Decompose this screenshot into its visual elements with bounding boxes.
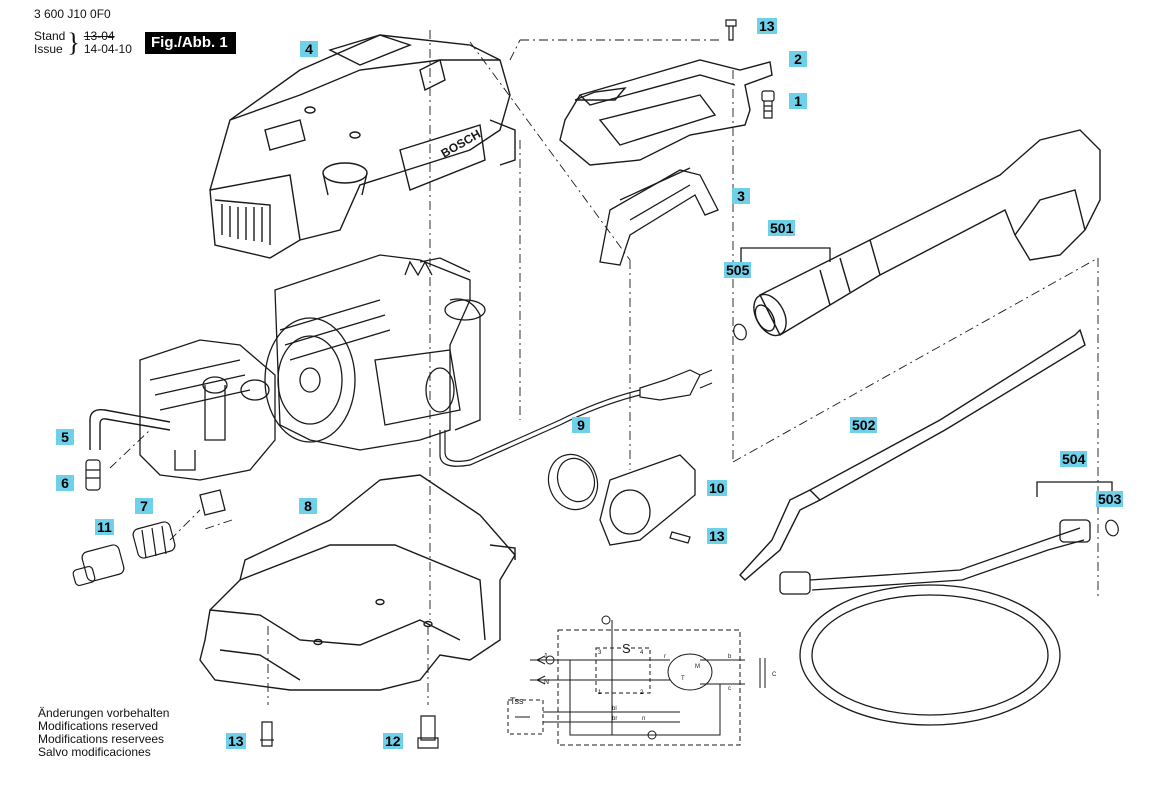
callout-9: 9	[572, 417, 590, 433]
revision-block: Stand Issue } 13-04 14-04-10	[34, 30, 132, 56]
thermo-label: Tss	[510, 696, 524, 706]
wiring-schematic	[507, 615, 766, 746]
disclaimer-fr: Modifications reservees	[38, 732, 165, 746]
callout-6: 6	[56, 475, 74, 491]
brace-glyph: }	[67, 28, 80, 57]
cap	[547, 453, 599, 511]
wire-br-label: br	[612, 716, 617, 722]
revision-new: 14-04-10	[83, 42, 132, 56]
callout-505: 505	[724, 262, 752, 278]
terminal-b-label: b	[728, 654, 732, 660]
callout-7: 7	[135, 498, 153, 514]
o-ring-gun	[733, 323, 747, 341]
wire-bl-label: bl	[612, 706, 617, 712]
terminal-c-label: c	[728, 686, 731, 692]
terminal-4-label: 4	[640, 650, 644, 656]
o-ring-hose	[1105, 519, 1119, 537]
brand-wordmark: BOSCH	[439, 127, 484, 161]
revision-old: 13-04	[83, 29, 115, 43]
figure-label: Fig./Abb. 1	[145, 32, 236, 54]
terminal-2-label: 2	[640, 690, 644, 696]
document-number: 3 600 J10 0F0	[34, 7, 111, 21]
callout-8: 8	[299, 498, 317, 514]
callout-2: 2	[789, 51, 807, 67]
handle-insert	[599, 167, 719, 266]
hose	[779, 519, 1091, 726]
screw-holder	[669, 531, 691, 544]
terminal-3-label: 3	[598, 650, 602, 656]
disclaimer-block: Änderungen vorbehalten Modifications res…	[38, 707, 169, 759]
terminal-n-label: N	[544, 679, 549, 686]
thermal-label: T	[681, 676, 685, 682]
callout-13-top: 13	[757, 18, 777, 34]
callout-5: 5	[56, 429, 74, 445]
callout-13-bottom: 13	[226, 733, 246, 749]
wire-n-label: n	[642, 716, 645, 722]
terminal-r-label: r	[664, 654, 666, 660]
terminal-1b-label: 1	[598, 690, 602, 696]
assembly-guide-lines	[109, 30, 1099, 705]
callout-503: 503	[1096, 491, 1124, 507]
base-housing	[199, 474, 516, 691]
power-cord	[439, 369, 713, 467]
callout-13-holder: 13	[707, 528, 727, 544]
disclaimer-de: Änderungen vorbehalten	[38, 706, 170, 720]
screw-bottom	[260, 721, 274, 747]
callout-504: 504	[1060, 451, 1088, 467]
callout-12: 12	[383, 733, 403, 749]
filter	[132, 521, 176, 559]
screw-bottom-long	[417, 715, 439, 749]
callout-3: 3	[732, 188, 750, 204]
motor-label: M	[695, 664, 700, 670]
bypass-tube	[89, 409, 171, 450]
callout-502: 502	[850, 417, 878, 433]
cable-holder	[599, 454, 696, 546]
callout-501: 501	[768, 220, 796, 236]
disclaimer-en: Modifications reserved	[38, 719, 159, 733]
terminal-1-label: 1	[544, 653, 548, 660]
disclaimer-es: Salvo modificaciones	[38, 745, 151, 759]
water-inlet	[72, 544, 125, 587]
plug-fitting	[85, 459, 101, 491]
top-cover	[209, 34, 516, 259]
callout-10: 10	[707, 480, 727, 496]
motor-assembly	[264, 254, 486, 451]
handle	[559, 59, 773, 166]
screw-handle	[761, 90, 775, 119]
callout-1: 1	[789, 93, 807, 109]
group-brackets	[740, 247, 1113, 497]
callout-4: 4	[300, 41, 318, 57]
capacitor-label: C	[772, 672, 777, 678]
spray-gun	[753, 129, 1101, 337]
switch-label: S	[622, 641, 631, 656]
callout-11: 11	[95, 519, 114, 535]
screw-top	[725, 19, 737, 41]
lance	[739, 328, 1086, 581]
issue-label: Issue	[34, 42, 63, 56]
pump-assembly	[139, 339, 276, 516]
stand-label: Stand	[34, 29, 66, 43]
